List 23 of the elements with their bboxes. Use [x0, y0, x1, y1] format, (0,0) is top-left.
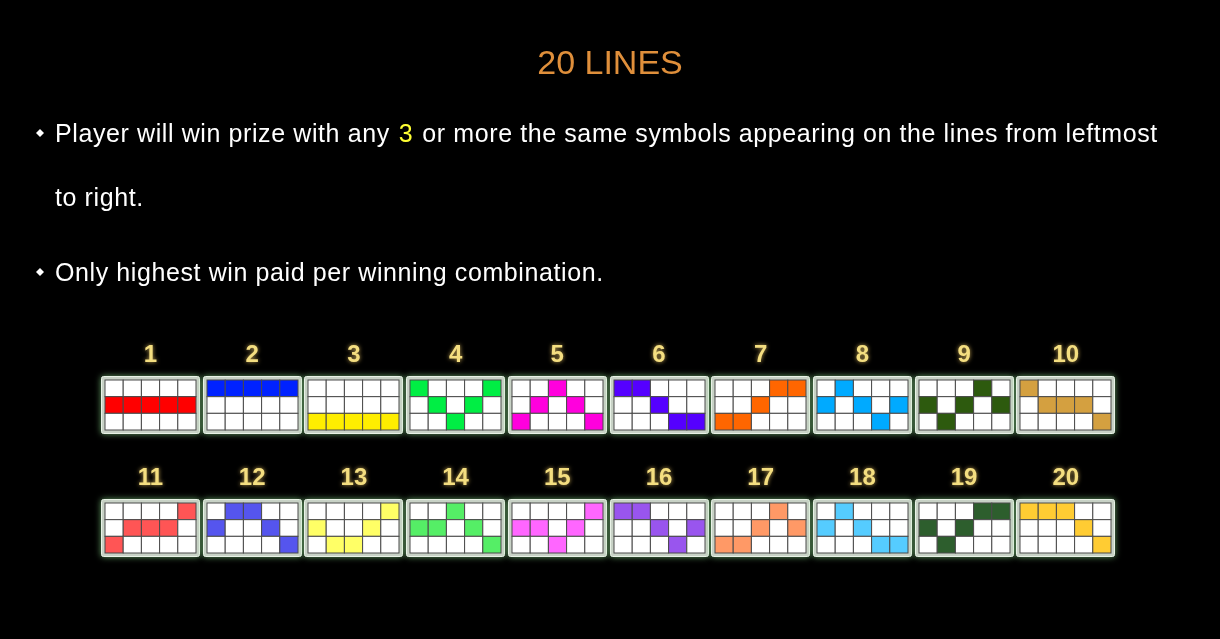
- line-number: 14: [442, 462, 469, 492]
- line-number: 10: [1052, 339, 1080, 369]
- line-number: 18: [849, 462, 876, 492]
- line-number: 7: [754, 339, 768, 369]
- line-number: 20: [1052, 462, 1080, 492]
- line-number: 4: [448, 339, 463, 369]
- title: 20 LINES: [537, 42, 683, 83]
- line-number: 2: [245, 339, 259, 369]
- line-number: 17: [747, 462, 775, 492]
- line-number: 19: [950, 462, 978, 492]
- line-number: 1: [143, 339, 158, 369]
- line-number: 9: [957, 339, 971, 369]
- line-number: 11: [137, 462, 164, 492]
- line-number: 6: [652, 339, 666, 369]
- bullet-text: Player will win prize with any 3 or more the same symbols appearing on the lines from leftmost to right.: [55, 118, 1159, 213]
- line-number: 16: [645, 462, 673, 492]
- line-number: 3: [347, 339, 361, 369]
- line-number: 13: [340, 462, 368, 492]
- line-number: 8: [855, 339, 870, 369]
- bullet-text: Only highest win paid per winning combination.: [55, 257, 604, 288]
- line-number: 15: [543, 462, 571, 492]
- line-number: 5: [550, 339, 564, 369]
- line-number: 12: [238, 462, 266, 492]
